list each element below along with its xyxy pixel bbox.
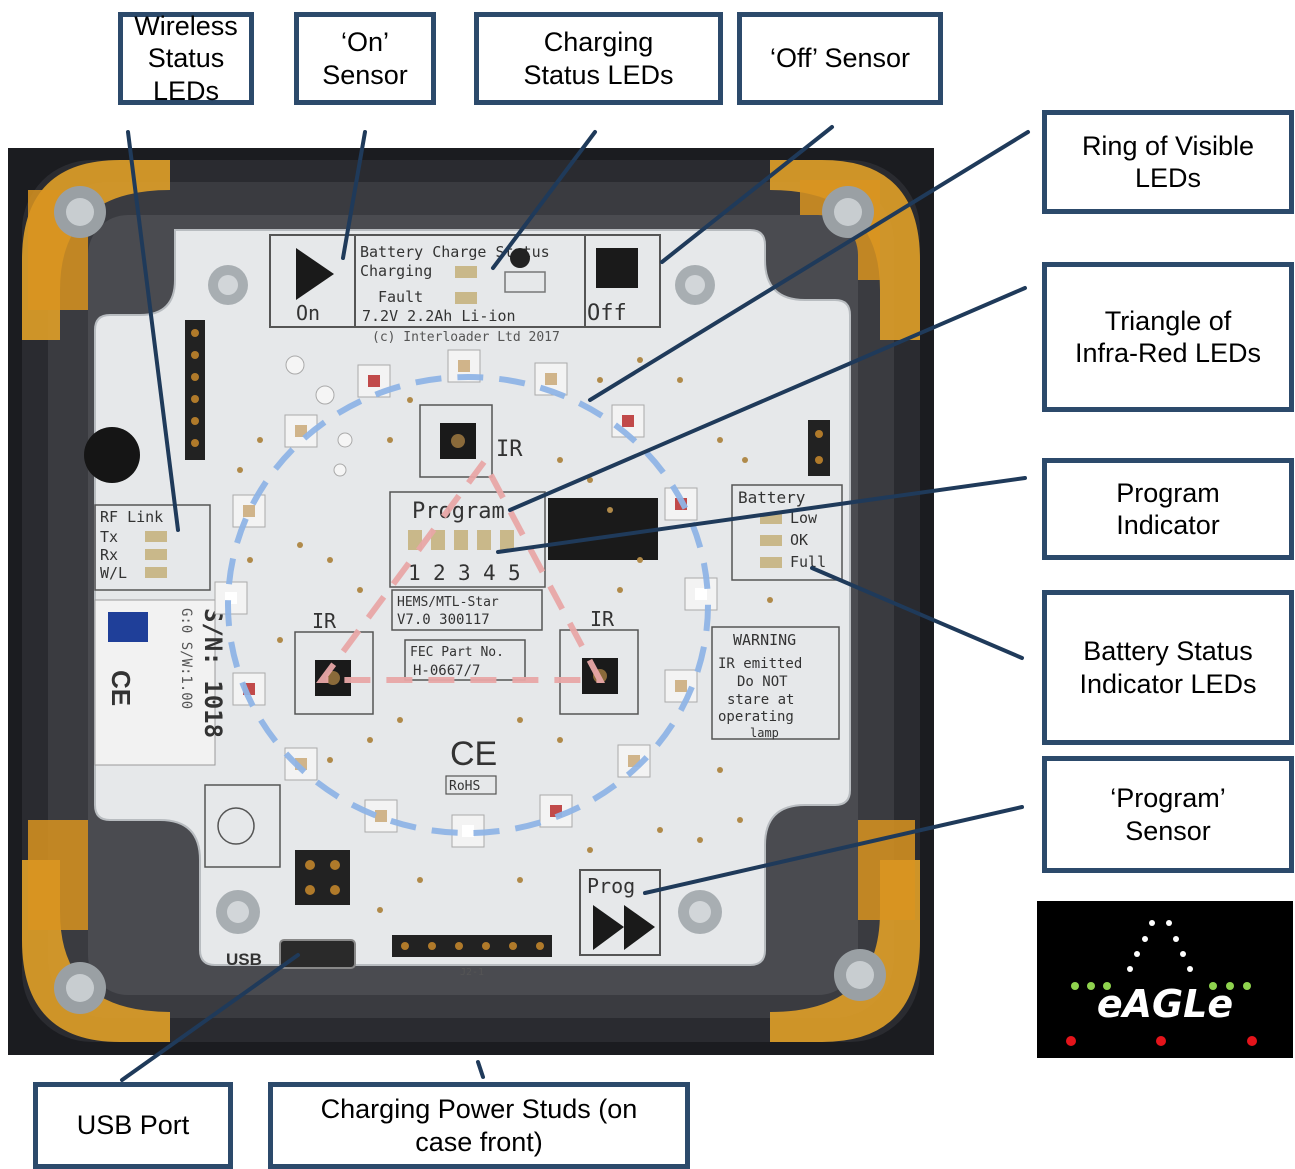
pcb-rf-link: RF Link [100, 508, 163, 526]
pcb-program: Program [412, 499, 505, 524]
pcb-ok: OK [790, 531, 808, 549]
pcb-low: Low [790, 509, 818, 527]
charging-led [455, 266, 477, 278]
pcb-ir-top: IR [496, 437, 523, 462]
program-number: 3 [458, 561, 471, 585]
callout-triangle-of-infra-red-leds: Triangle of Infra-Red LEDs [1042, 262, 1294, 412]
ir-led-triangle-outline [316, 456, 605, 683]
rx-led [145, 549, 167, 560]
visible-led-ring-outline [225, 374, 711, 836]
program-number: 1 [408, 561, 421, 585]
fault-led [455, 292, 477, 304]
callout-charging-power-studs: Charging Power Studs (on case front) [268, 1082, 690, 1169]
pcb-battery: Battery [738, 488, 806, 507]
eagle-logo-text: eAGLe [1097, 982, 1233, 1026]
pcb-wl: W/L [100, 564, 127, 582]
pcb-rohs: RoHS [449, 779, 480, 794]
pcb-full: Full [790, 553, 826, 571]
pcb-fec-label: FEC Part No. [410, 645, 504, 660]
pcb-ir-right: IR [590, 607, 615, 631]
pcb-warning-line: Do NOT [737, 674, 788, 690]
pcb-charging: Charging [360, 262, 432, 280]
usb-port [279, 939, 356, 969]
pcb-warning-line: IR emitted [718, 656, 802, 672]
pcb-ce-mark: CE [450, 735, 497, 773]
callout-battery-status-indicator-leds: Battery Status Indicator LEDs [1042, 590, 1294, 745]
pcb-prog-label: Prog [587, 874, 635, 898]
pcb-usb: USB [226, 950, 262, 969]
pcb-warning-line: stare at [727, 692, 794, 708]
pcb-eagle-logo [548, 498, 658, 560]
callout-charging-status-leds: Charging Status LEDs [474, 12, 723, 105]
pcb-warning-line: operating [718, 709, 794, 725]
program-number: 5 [508, 561, 521, 585]
pcb-j2: J2-1 [460, 967, 484, 978]
pcb-serial: S/N: 1018 [199, 608, 227, 738]
pcb-spec: 7.2V 2.2Ah Li-ion [362, 307, 516, 325]
pcb-fec-number: H-0667/7 [413, 663, 480, 679]
pcb-off-label: Off [587, 301, 627, 326]
callout-off-sensor: ‘Off’ Sensor [737, 12, 943, 105]
callout-program-indicator: Program Indicator [1042, 458, 1294, 560]
fast-forward-icon [593, 905, 655, 950]
pcb-warning-line: lamp [750, 726, 779, 740]
pcb-sw: G:0 S/W:1.00 [178, 608, 194, 709]
battery-low-led [760, 513, 782, 524]
battery-full-led [760, 557, 782, 568]
battery-ok-led [760, 535, 782, 546]
off-square-icon [596, 248, 638, 288]
prog-sensor-pad [579, 869, 661, 956]
on-triangle-icon [296, 248, 334, 300]
tx-led [145, 531, 167, 542]
buzzer [84, 427, 140, 483]
callout-on-sensor: ‘On’ Sensor [294, 12, 436, 105]
pcb-on-label: On [296, 301, 320, 325]
program-number: 2 [433, 561, 446, 585]
serial-label: S/N: 1018 G:0 S/W:1.00 CE [94, 599, 227, 766]
pcb-model: HEMS/MTL-Star [397, 595, 499, 610]
callout-usb-port: USB Port [33, 1082, 233, 1169]
pcb-tx: Tx [100, 528, 118, 546]
pcb-version: V7.0 300117 [397, 612, 490, 628]
program-number: 4 [483, 561, 496, 585]
wl-led [145, 567, 167, 578]
callout-program-sensor: ‘Program’ Sensor [1042, 756, 1294, 873]
pcb-fault: Fault [378, 288, 423, 306]
label-ce-mark: CE [106, 670, 136, 706]
callout-ring-of-visible-leds: Ring of Visible LEDs [1042, 110, 1294, 214]
eagle-logo: eAGLe [1037, 901, 1293, 1058]
callout-wireless-status-leds: Wireless Status LEDs [118, 11, 254, 106]
pcb-rx: Rx [100, 546, 118, 564]
pcb-copyright: (c) Interloader Ltd 2017 [372, 330, 560, 345]
pcb-warning: WARNING [733, 631, 796, 649]
pcb-ir-left: IR [312, 609, 337, 633]
